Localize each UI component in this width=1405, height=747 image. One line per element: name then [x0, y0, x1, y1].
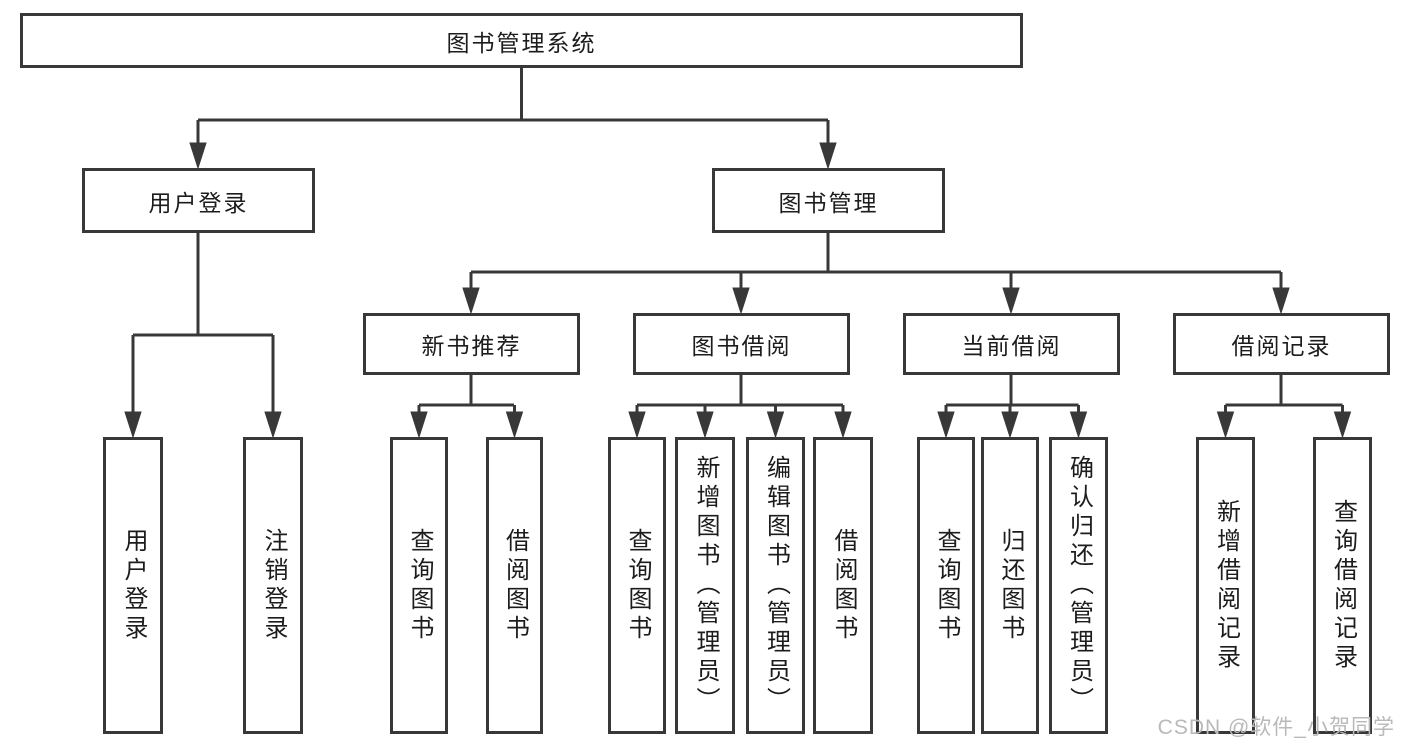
leaf-label: 查询图书 — [406, 527, 433, 644]
leaf-label: 查询借阅记录 — [1329, 498, 1357, 673]
leaf-query-books: 查询图书 — [390, 437, 448, 734]
node-library-management-system: 图书管理系统 — [20, 13, 1023, 68]
leaf-label: 用户登录 — [120, 527, 147, 644]
leaf-label: 新增借阅记录 — [1212, 498, 1240, 673]
leaf-user-login: 用户登录 — [103, 437, 163, 734]
node-current-borrowing: 当前借阅 — [903, 313, 1120, 375]
leaf-borrow-books: 借阅图书 — [486, 437, 543, 734]
leaf-label: 借阅图书 — [830, 527, 857, 644]
node-book-management: 图书管理 — [712, 168, 945, 233]
node-user-login: 用户登录 — [82, 168, 315, 233]
leaf-label: 编辑图书（管理员） — [762, 455, 790, 716]
node-book-borrowing: 图书借阅 — [633, 313, 850, 375]
leaf-label: 借阅图书 — [501, 527, 529, 644]
leaf-label: 查询图书 — [624, 527, 651, 644]
leaf-label: 确认归还（管理员） — [1065, 455, 1093, 716]
leaf-add-borrow-record: 新增借阅记录 — [1196, 437, 1255, 734]
leaf-query-books: 查询图书 — [917, 437, 975, 734]
leaf-query-books: 查询图书 — [608, 437, 666, 734]
node-new-book-recommend: 新书推荐 — [363, 313, 580, 375]
leaf-borrow-books: 借阅图书 — [813, 437, 873, 734]
node-borrowing-records: 借阅记录 — [1173, 313, 1390, 375]
leaf-add-book-admin: 新增图书（管理员） — [675, 437, 735, 734]
leaf-query-borrow-record: 查询借阅记录 — [1313, 437, 1372, 734]
leaf-confirm-return-admin: 确认归还（管理员） — [1049, 437, 1108, 734]
leaf-return-books: 归还图书 — [981, 437, 1039, 734]
leaf-label: 新增图书（管理员） — [692, 455, 719, 716]
leaf-logout: 注销登录 — [243, 437, 303, 734]
csdn-watermark: CSDN @软件_小贺同学 — [1157, 716, 1395, 739]
leaf-edit-book-admin: 编辑图书（管理员） — [746, 437, 805, 734]
leaf-label: 注销登录 — [260, 527, 287, 644]
leaf-label: 归还图书 — [997, 527, 1024, 644]
leaf-label: 查询图书 — [933, 527, 960, 644]
